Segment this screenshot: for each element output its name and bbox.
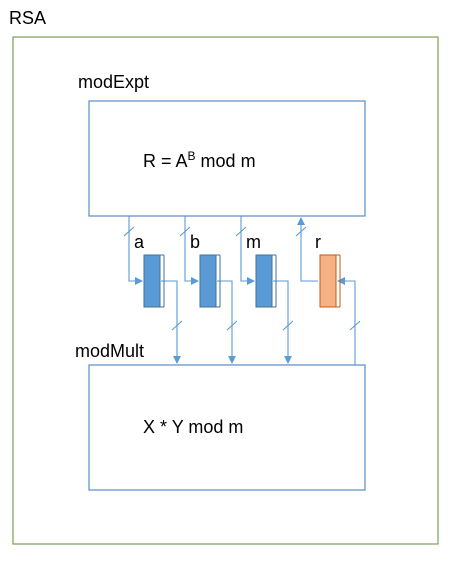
modexpt-formula-prefix: R = A (143, 151, 188, 171)
modmult-box (88, 364, 366, 491)
register-a (143, 254, 165, 308)
bus-slash-r-bottom (349, 320, 361, 331)
register-b (199, 254, 221, 308)
modexpt-formula-exponent: B (188, 149, 196, 163)
modexpt-title: modExpt (78, 72, 149, 92)
register-a-label: a (134, 232, 145, 252)
bus-slash-a-top (123, 226, 135, 237)
bus-slash-m-bottom (282, 320, 294, 331)
register-b-label: b (190, 232, 200, 252)
modexpt-formula: R = AB mod m (143, 149, 256, 171)
wire-b-to-modmult (217, 280, 236, 364)
wire-m-to-register (240, 216, 255, 285)
bus-slash-r-top (295, 226, 307, 237)
wire-r-to-modexpt (297, 217, 318, 282)
modexpt-box (88, 100, 366, 217)
bus-slash-m-top (235, 226, 247, 237)
bus-slash-b-top (179, 226, 191, 237)
register-m (255, 254, 277, 308)
register-r (319, 254, 341, 308)
bus-slash-a-bottom (171, 320, 183, 331)
rsa-title: RSA (9, 8, 46, 28)
wires (123, 216, 361, 365)
modmult-formula: X * Y mod m (143, 417, 243, 437)
modexpt-formula-suffix: mod m (196, 151, 256, 171)
wire-modmult-to-r (337, 277, 356, 365)
wire-m-to-modmult (273, 280, 292, 364)
wire-a-to-modmult (161, 280, 181, 364)
wire-b-to-register (184, 216, 199, 285)
wire-a-to-register (128, 216, 143, 285)
register-m-label: m (246, 232, 261, 252)
bus-slash-b-bottom (226, 320, 238, 331)
register-r-label: r (315, 232, 321, 252)
rsa-container (12, 36, 439, 545)
modmult-title: modMult (75, 341, 144, 361)
